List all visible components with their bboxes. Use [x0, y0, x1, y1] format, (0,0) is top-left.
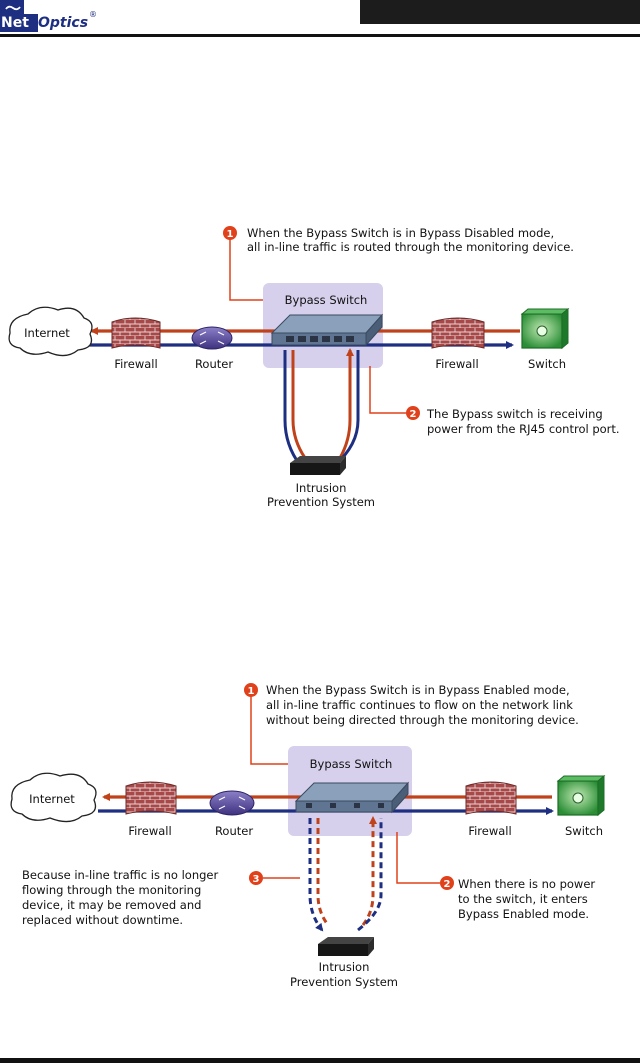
- header-rule: [0, 34, 640, 37]
- callout-number-badge: [440, 876, 454, 890]
- logo-net: Net: [0, 14, 38, 32]
- ips-device-icon: [290, 463, 340, 475]
- logo-wave-icon: [5, 5, 21, 11]
- red-dashed-loop: [316, 818, 330, 926]
- ips-device-icon: [318, 944, 368, 956]
- callout-text: device, it may be removed and: [22, 898, 201, 912]
- router-icon: [191, 326, 233, 350]
- firewall-icon: [111, 317, 161, 349]
- callout-number: 3: [253, 874, 260, 885]
- ips-label-line2: Prevention System: [267, 495, 375, 509]
- internet-cloud-icon: [10, 772, 97, 823]
- callout-text: replaced without downtime.: [22, 913, 183, 927]
- callout-text: without being directed through the monit…: [266, 713, 579, 727]
- callout-number-badge: [249, 871, 263, 885]
- red-loop-up: [338, 348, 354, 459]
- blue-dashed-loop: [357, 818, 383, 932]
- header-bar: [360, 0, 640, 24]
- firewall-icon: [125, 781, 177, 815]
- red-loop-in: [291, 350, 307, 459]
- callout-number-badge: [223, 226, 237, 240]
- callout-text: When the Bypass Switch is in Bypass Disa…: [247, 226, 554, 240]
- callout-text: all in-line traffic is routed through th…: [247, 240, 574, 254]
- callout-text: When there is no power: [458, 877, 595, 891]
- callout-leader: [369, 366, 406, 414]
- callout-text: When the Bypass Switch is in Bypass Enab…: [266, 683, 570, 697]
- footer-rule: [0, 1058, 640, 1063]
- firewall-icon: [431, 317, 485, 349]
- bypass-switch-device-icon: [294, 782, 410, 802]
- bypass-switch-label: Bypass Switch: [310, 757, 393, 771]
- page-header: Net Optics ®: [0, 0, 640, 40]
- router-icon: [209, 790, 255, 816]
- callout-text: Because in-line traffic is no longer: [22, 868, 218, 882]
- callout-text: flowing through the monitoring: [22, 883, 201, 897]
- callout-text: power from the RJ45 control port.: [427, 422, 620, 436]
- callout-number: 1: [248, 686, 255, 697]
- diagram-bypass-disabled: Bypass Switch Internet Firewall Router F…: [8, 226, 620, 509]
- router-label: Router: [215, 824, 253, 838]
- internet-label: Internet: [24, 326, 70, 340]
- callout-number-badge: [406, 406, 420, 420]
- blue-dashed-loop: [308, 818, 324, 932]
- logo-optics: Optics: [38, 15, 89, 31]
- ips-label-line2: Prevention System: [290, 975, 398, 989]
- callout-number: 2: [410, 409, 417, 420]
- callout-leader: [229, 238, 263, 301]
- ips-label-line1: Intrusion: [319, 960, 370, 974]
- callout-text: to the switch, it enters: [458, 892, 588, 906]
- bypass-switch-label: Bypass Switch: [285, 293, 368, 307]
- diagram-bypass-enabled: Bypass Switch Internet Firewall Router F…: [10, 683, 606, 989]
- switch-label: Switch: [528, 357, 566, 371]
- firewall-label: Firewall: [435, 357, 478, 371]
- firewall-label: Firewall: [468, 824, 511, 838]
- callout-number: 1: [227, 229, 234, 240]
- internet-cloud-icon: [8, 306, 93, 357]
- callout-leader: [396, 832, 440, 884]
- firewall-label: Firewall: [114, 357, 157, 371]
- logo-registered-mark: ®: [89, 10, 97, 19]
- callout-number: 2: [444, 879, 451, 890]
- callout-text: The Bypass switch is receiving: [426, 407, 603, 421]
- bypass-switch-device-icon: [270, 314, 384, 334]
- switch-label: Switch: [565, 824, 603, 838]
- callout-leader: [250, 696, 288, 765]
- callout-text: Bypass Enabled mode.: [458, 907, 589, 921]
- callout-number-badge: [244, 683, 258, 697]
- firewall-icon: [465, 781, 517, 815]
- firewall-label: Firewall: [128, 824, 171, 838]
- internet-label: Internet: [29, 792, 75, 806]
- router-label: Router: [195, 357, 233, 371]
- ips-label-line1: Intrusion: [296, 481, 347, 495]
- callout-text: all in-line traffic continues to flow on…: [266, 698, 573, 712]
